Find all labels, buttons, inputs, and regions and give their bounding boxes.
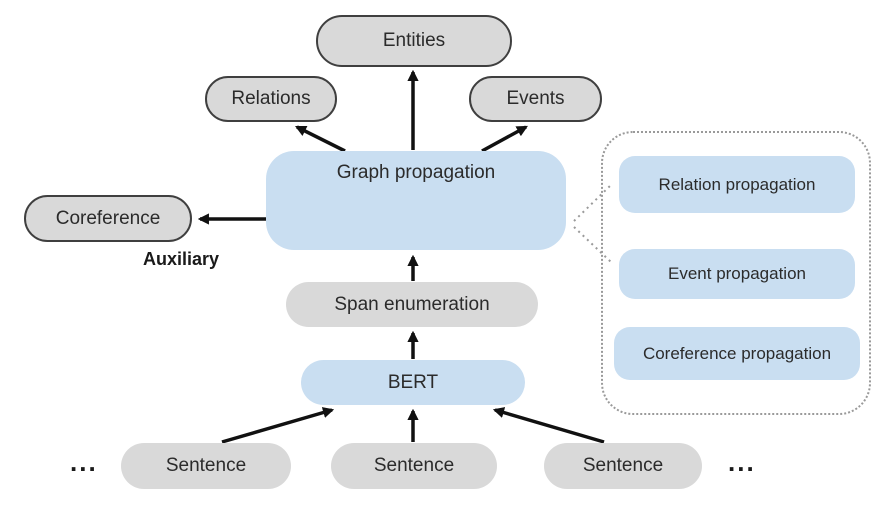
ellipsis-right: ...: [728, 447, 756, 477]
callout-item-coreference-propagation: Coreference propagation: [614, 327, 860, 380]
arrow-graph-to-events: [481, 125, 528, 153]
node-sentence-2: Sentence: [331, 443, 497, 489]
arrow-sentence3-to-bert: [492, 407, 605, 444]
node-bert: BERT: [301, 360, 525, 405]
node-graph-propagation: Graph propagation: [266, 151, 566, 250]
node-sentence-3: Sentence: [544, 443, 702, 489]
node-relations: Relations: [205, 76, 337, 122]
node-sentence-1: Sentence: [121, 443, 291, 489]
node-coreference: Coreference: [24, 195, 192, 242]
node-events: Events: [469, 76, 602, 122]
node-span-enumeration: Span enumeration: [286, 282, 538, 327]
arrow-graph-to-relations: [294, 125, 346, 153]
node-entities: Entities: [316, 15, 512, 67]
ellipsis-left: ...: [70, 447, 98, 477]
arrow-sentence1-to-bert: [221, 407, 335, 444]
graph-propagation-label: Graph propagation: [336, 162, 496, 183]
callout-item-event-propagation: Event propagation: [619, 249, 855, 299]
auxiliary-label: Auxiliary: [143, 249, 220, 269]
callout-item-relation-propagation: Relation propagation: [619, 156, 855, 213]
